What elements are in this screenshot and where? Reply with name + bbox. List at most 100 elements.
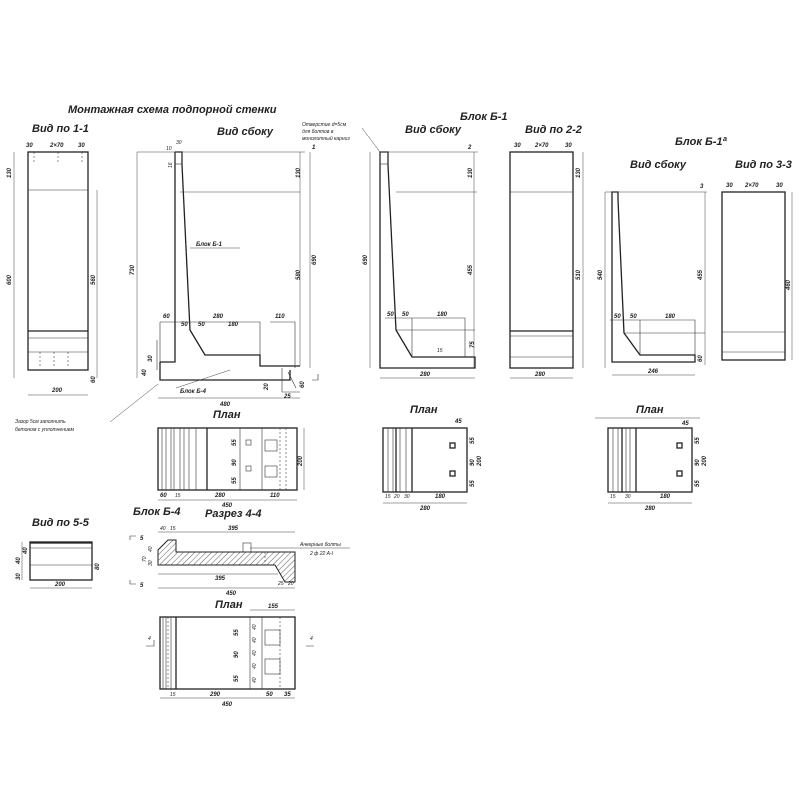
dim: 40 — [252, 663, 258, 669]
dim: 130 — [296, 167, 302, 178]
section-mark: 3 — [700, 184, 704, 190]
dim: 60 — [160, 493, 167, 499]
block-b1a-side-label: Вид сбоку — [630, 159, 687, 171]
block-b4-plan-label: План — [215, 599, 243, 611]
anchor-note: 2 ф 22 А-I — [309, 551, 334, 557]
dim: 395 — [228, 526, 239, 532]
dim: 155 — [268, 604, 279, 610]
gap-note-line2: бетоном с уплотнением — [15, 427, 74, 433]
dim: 55 — [234, 675, 240, 682]
dim: 450 — [225, 591, 237, 597]
dim: 10 — [166, 146, 172, 152]
dim: 180 — [437, 312, 448, 318]
dim: 200 — [51, 388, 63, 394]
dim: 450 — [221, 503, 233, 509]
dim: 50 — [402, 312, 409, 318]
dim: 16 — [168, 162, 174, 168]
view-1-1-label: Вид по 1-1 — [32, 123, 89, 135]
view-1-1: Вид по 1-1 30 2×70 30 600 560 130 60 200 — [7, 123, 98, 396]
view-2-2-label: Вид по 2-2 — [525, 124, 582, 136]
side-view-label: Вид сбоку — [217, 126, 274, 138]
view-5-5-label: Вид по 5-5 — [32, 517, 90, 529]
dim: 30 — [176, 140, 182, 146]
dim: 50 — [614, 314, 621, 320]
dim: 40 — [148, 546, 154, 552]
dim: 455 — [698, 269, 704, 281]
dim: 280 — [212, 314, 224, 320]
sheet-title: Монтажная схема подпорной стенки — [68, 104, 277, 116]
dim: 280 — [419, 506, 431, 512]
dim: 40 — [160, 526, 166, 532]
section-mark: 4 — [310, 636, 313, 642]
dim: 395 — [215, 576, 226, 582]
dim: 55 — [234, 629, 240, 636]
dim: 35 — [284, 692, 291, 698]
dim: 110 — [275, 314, 285, 320]
block-b1-title: Блок Б-1 — [460, 111, 508, 123]
dim: 40 — [252, 677, 258, 683]
dim: 30 — [404, 494, 410, 500]
dim: 15 — [385, 494, 391, 500]
opening-note: монолитный карниз — [302, 135, 350, 142]
dim: 560 — [91, 274, 97, 285]
dim: 55 — [695, 480, 701, 487]
section-mark: 5 — [140, 536, 144, 542]
dim: 280 — [214, 493, 226, 499]
dim: 30 — [565, 143, 572, 149]
dim: 280 — [419, 372, 431, 378]
dim: 15 — [170, 526, 176, 532]
dim: 30 — [78, 143, 85, 149]
dim: 730 — [130, 264, 136, 275]
dim: 200 — [298, 455, 304, 467]
dim: 15 — [610, 494, 616, 500]
block-b1-side-label: Вид сбоку — [405, 124, 462, 136]
block-b1a-plan-label: План — [636, 404, 664, 416]
dim: 60 — [163, 314, 170, 320]
dim: 20 — [393, 494, 400, 500]
dim: 280 — [644, 506, 656, 512]
dim: 690 — [312, 254, 318, 265]
plan-label: План — [213, 409, 241, 421]
dim: 15 — [170, 692, 176, 698]
dim: 90 — [470, 459, 476, 466]
dim: 40 — [252, 637, 258, 643]
dim: 455 — [468, 264, 474, 276]
dim: 55 — [695, 437, 701, 444]
dim: 90 — [695, 459, 701, 466]
section-mark: 4 — [148, 636, 151, 642]
dim: 40 — [142, 369, 148, 377]
dim: 2×70 — [744, 183, 759, 189]
section-mark: 5 — [140, 583, 144, 589]
opening-note: Отверстие d=5см — [302, 122, 347, 128]
dim: 30 — [148, 560, 154, 566]
dim: 450 — [221, 702, 233, 708]
dim: 25 — [277, 581, 284, 587]
dim: 130 — [576, 167, 582, 178]
dim: 20 — [287, 581, 294, 587]
dim: 480 — [219, 402, 231, 408]
dim: 510 — [576, 269, 582, 280]
dim: 110 — [270, 493, 280, 499]
dim: 45 — [454, 419, 462, 425]
dim: 200 — [702, 455, 708, 467]
dim: 460 — [786, 279, 792, 291]
dim: 50 — [630, 314, 637, 320]
dim: 600 — [7, 274, 13, 285]
dim: 90 — [232, 459, 238, 466]
view-1-1-outline — [27, 151, 89, 371]
block-b4-section: Блок Б-4 Разрез 4-4 Анкерные болты 2 ф 2… — [129, 506, 350, 597]
section-4-4-label: Разрез 4-4 — [205, 508, 261, 520]
dim: 60 — [300, 381, 306, 388]
dim: 30 — [726, 183, 733, 189]
dim: 20 — [264, 383, 270, 391]
dim: 30 — [776, 183, 783, 189]
section-mark: 1 — [312, 145, 316, 151]
dim: 40 — [252, 624, 258, 630]
dim: 25 — [283, 394, 291, 400]
dim: 690 — [363, 254, 369, 265]
dim: 70 — [142, 556, 148, 562]
dim: 40 — [252, 650, 258, 656]
dim: 130 — [7, 167, 13, 178]
block-b1-plan-label: План — [410, 404, 438, 416]
block-b1: Блок Б-1 Вид сбоку Отверстие d=5см для б… — [302, 111, 584, 512]
